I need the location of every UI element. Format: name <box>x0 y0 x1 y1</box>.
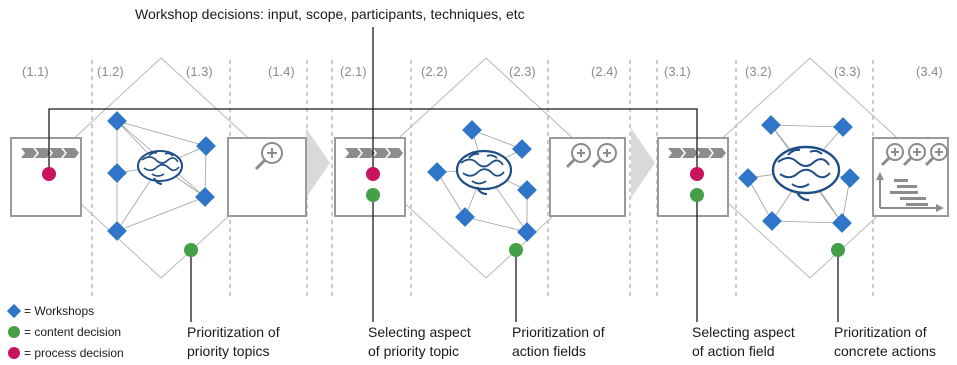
legend-process-label: = process decision <box>24 346 124 360</box>
process-decision-dot <box>366 167 380 181</box>
process-decision-dot <box>42 167 56 181</box>
workshop-diamond <box>762 211 782 231</box>
legend-process-icon <box>8 347 20 359</box>
brain-icon <box>455 149 513 196</box>
stage-label-3-4: (3.4) <box>916 64 943 79</box>
content-decision-dot <box>366 188 380 202</box>
network-lines <box>116 120 851 233</box>
phase-diamond-2 <box>365 57 606 279</box>
stage-label-2-4: (2.4) <box>591 64 618 79</box>
stage-separators <box>91 60 874 300</box>
stage-label-2-2: (2.2) <box>421 64 448 79</box>
phase-diamond-3 <box>689 57 931 279</box>
content-decision-dot <box>184 243 198 257</box>
box-1-4 <box>227 137 307 217</box>
workshop-diamond <box>512 139 532 159</box>
legend-workshops-label: = Workshops <box>24 304 95 318</box>
workshop-diamond <box>462 120 482 140</box>
decision-markers <box>42 167 845 257</box>
workshop-diamond <box>107 111 127 131</box>
workshop-diamond <box>833 117 853 137</box>
brain-icon <box>771 145 841 202</box>
phase-arrow-2 <box>631 128 655 198</box>
stage-label-1-4: (1.4) <box>268 64 295 79</box>
legend-content-label: = content decision <box>24 325 122 339</box>
workshop-diamond <box>840 168 860 188</box>
brain-icon <box>137 150 183 185</box>
content-decision-dot <box>831 243 845 257</box>
gantt-chart-icon <box>876 172 944 212</box>
phase-arrow-1 <box>306 128 330 198</box>
workshop-diamond <box>196 136 216 156</box>
stage-label-2-1: (2.1) <box>340 64 367 79</box>
stage-label-1-1: (1.1) <box>22 64 49 79</box>
content-decision-dot <box>690 188 704 202</box>
stage-label-1-2: (1.2) <box>97 64 124 79</box>
workshop-diamond <box>738 168 758 188</box>
progress-chevrons <box>21 148 726 158</box>
stage-label-3-3: (3.3) <box>834 64 861 79</box>
content-decision-dot <box>509 243 523 257</box>
workshop-diamond <box>455 207 475 227</box>
workshop-diamond <box>107 221 127 241</box>
stage-label-2-3: (2.3) <box>509 64 536 79</box>
workshop-diamond <box>832 213 852 233</box>
legend-markers <box>6 303 22 359</box>
workshop-diamond <box>761 115 781 135</box>
workshop-diamond <box>517 222 537 242</box>
stage-label-1-3: (1.3) <box>186 64 213 79</box>
stage-label-3-2: (3.2) <box>745 64 772 79</box>
connector-lines <box>48 27 839 322</box>
phase-diamond-1 <box>41 57 282 279</box>
phase-diamonds <box>41 57 931 279</box>
stage-label-3-1: (3.1) <box>664 64 691 79</box>
magnifier-icon <box>254 142 283 171</box>
legend-content-icon <box>8 326 20 338</box>
workshop-diamond <box>517 180 537 200</box>
magnifier-icon <box>880 143 948 167</box>
legend-workshop-icon <box>6 303 22 319</box>
magnifier-icon <box>565 143 617 169</box>
workshop-diamond <box>107 163 127 183</box>
process-decision-dot <box>690 167 704 181</box>
workshop-diamond <box>195 187 215 207</box>
workshop-diamond <box>427 162 447 182</box>
top-caption: Workshop decisions: input, scope, partic… <box>135 6 525 22</box>
